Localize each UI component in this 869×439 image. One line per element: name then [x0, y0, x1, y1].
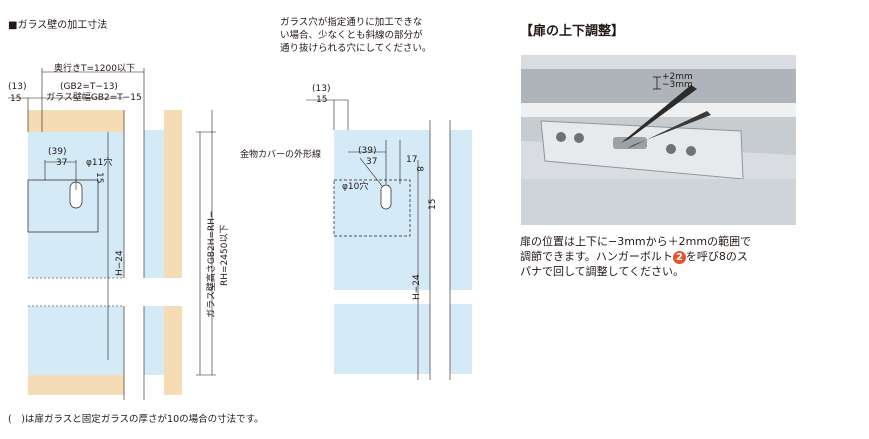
mid-dim-8: 8 [414, 166, 424, 172]
left-dim-15: 15 [10, 94, 22, 104]
middle-note: ガラス穴が指定通りに加工できな い場合、少なくとも斜線の部分が 通り抜けられる穴… [280, 16, 431, 55]
adjust-desc-line-3: パナで回して調整してください。 [520, 265, 685, 278]
adjust-title: 【扉の上下調整】 [520, 24, 625, 39]
left-dim-37: 37 [56, 158, 68, 168]
middle-note-line-2: い場合、少なくとも斜線の部分が [280, 30, 423, 41]
middle-glass-diagram [306, 99, 472, 380]
mid-dim-37: 37 [366, 157, 378, 167]
wood-post [164, 110, 182, 395]
glass-wall [144, 130, 164, 375]
adjust-desc-line-1: 扉の位置は上下に−3mmから＋2mmの範囲で [520, 235, 752, 248]
left-dim-rh: RH=2450以下 [220, 224, 230, 286]
middle-note-line-1: ガラス穴が指定通りに加工できな [280, 17, 423, 28]
hanger-bolt-badge: 2 [672, 251, 686, 264]
left-heading: ■ガラス壁の加工寸法 [8, 20, 108, 31]
mid-cover-label: 金物カバーの外形線 [240, 150, 322, 160]
mid-dim-39: (39) [358, 146, 377, 156]
left-dim-wallh: ガラス壁高さGB2H=RH− [207, 210, 217, 318]
left-dim-gb2-paren: (GB2=T−13) [60, 82, 118, 92]
mid-cover-outline [333, 179, 411, 237]
mid-dim-15: 15 [428, 198, 438, 210]
left-dim-15v: 15 [94, 172, 104, 184]
mid-dim-17: 17 [406, 155, 418, 165]
slot-cover-outline [27, 179, 99, 233]
left-glass-diagram [8, 68, 216, 400]
mid-glass-wall-lower [450, 304, 472, 374]
mid-glass-door [334, 130, 430, 290]
adjust-plus: +2mm [662, 72, 693, 82]
adjust-minus: −3mm [662, 80, 693, 90]
middle-note-line-3: 通り抜けられる穴にしてください。 [280, 43, 432, 54]
mid-dim-h24: H−24 [412, 274, 422, 300]
adjust-desc-line-2a: 調節できます。ハンガーボルト [520, 250, 673, 263]
footnote: ( )は扉ガラスと固定ガラスの厚さが10の場合の寸法です。 [8, 414, 264, 425]
hanger-photo [521, 55, 796, 225]
mid-glass-wall [450, 130, 472, 290]
left-hole-label: φ11穴 [86, 158, 113, 168]
wood-top [28, 110, 124, 132]
mid-glass-door-lower [334, 304, 430, 374]
mid-hole-label: φ10穴 [342, 182, 369, 192]
left-dim-h24: H−24 [115, 250, 125, 276]
mid-dim-13: (13) [312, 84, 331, 94]
mid-dim-15: 15 [316, 95, 328, 105]
left-dim-gb2: ガラス壁幅GB2=T−15 [46, 93, 142, 103]
wood-bottom [28, 375, 124, 395]
left-dim-39: (39) [48, 147, 67, 157]
left-dim-depth: 奥行きT=1200以下 [54, 64, 135, 74]
adjust-desc-line-2b: を呼び8のス [685, 250, 748, 263]
left-dim-13: (13) [8, 82, 27, 92]
